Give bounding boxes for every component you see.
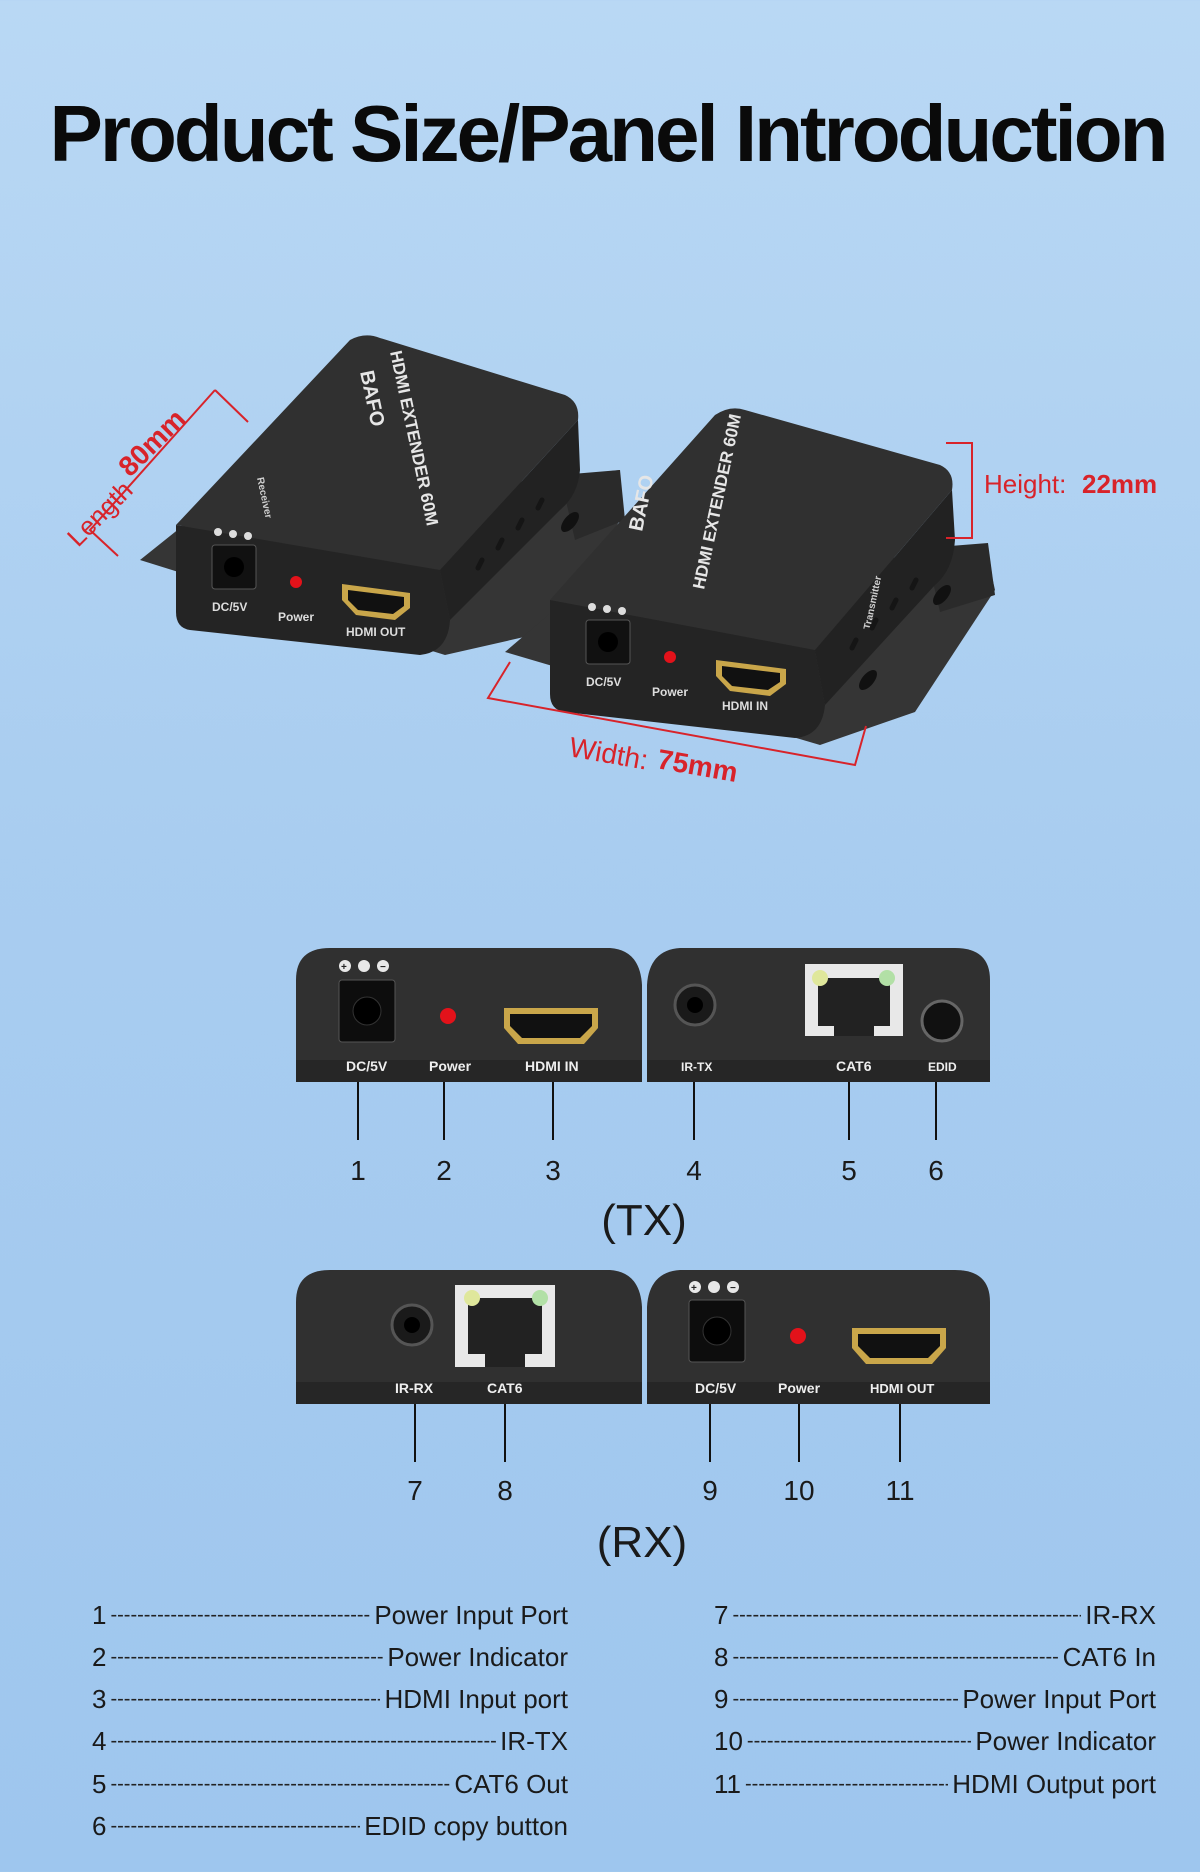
legend-num: 7 [714,1600,729,1630]
tx-callout-5: 5 [841,1155,857,1186]
tx-label-edid: EDID [928,1060,957,1074]
rx-front-panel: + − DC/5V Power HDMI OUT [647,1270,990,1404]
legend-label: IR-RX [1085,1600,1156,1630]
product-photo: Length 80mm DC/5V Power HDMI OUT BAFO HD… [61,335,1157,788]
rx-panel-diagram: IR-RX CAT6 + − DC/5V Power HDMI OUT 7 8 … [296,1270,990,1506]
tx-panel-diagram: + − DC/5V Power HDMI IN IR-TX CAT6 EDID [296,948,990,1186]
rx-label-irrx: IR-RX [395,1380,434,1396]
height-word: Height: [984,469,1066,499]
rx-section-label: (RX) [596,1518,688,1567]
width-word: Width: [567,731,651,775]
legend-item-1: 1 --------------------------------------… [92,1600,568,1630]
width-dimension [486,661,867,767]
legend-num: 10 [714,1726,743,1756]
length-value: 80mm [112,403,191,482]
legend-item-5: 5 --------------------------------------… [92,1769,568,1799]
rx-label-power: Power [778,1380,821,1396]
legend-item-3: 3 --------------------------------------… [92,1684,568,1714]
legend-label: CAT6 In [1062,1642,1156,1672]
legend-item-8: 8 --------------------------------------… [714,1642,1156,1672]
transmitter-device: DC/5V Power HDMI IN BAFO HDMI EXTENDER 6… [505,408,995,745]
tx-label-hdmi-in: HDMI IN [525,1058,579,1074]
legend-num: 5 [92,1769,107,1799]
height-dimension [946,442,973,539]
receiver-device: DC/5V Power HDMI OUT BAFO HDMI EXTENDER … [140,335,625,655]
legend-item-4: 4 --------------------------------------… [92,1726,568,1756]
tx-callout-6: 6 [928,1155,944,1186]
tx-rear-panel: IR-TX CAT6 EDID [647,948,990,1082]
receiver-port-dc: DC/5V [212,600,247,614]
legend-item-6: 6 --------------------------------------… [92,1811,568,1841]
legend-label: HDMI Input port [384,1684,568,1714]
rx-label-cat6: CAT6 [487,1380,523,1396]
width-value: 75mm [655,743,740,788]
rx-label-hdmi-out: HDMI OUT [870,1381,934,1396]
rx-label-dc: DC/5V [695,1380,737,1396]
rx-callout-9: 9 [702,1475,718,1506]
page-title: Product Size/Panel Introduction [49,89,1169,178]
legend-num: 4 [92,1726,107,1756]
legend-item-9: 9 --------------------------------------… [714,1684,1156,1714]
rx-callout-11: 11 [885,1475,914,1506]
tx-callout-2: 2 [436,1155,452,1186]
legend-num: 1 [92,1600,107,1630]
transmitter-port-power: Power [652,685,688,699]
height-value: 22mm [1082,469,1157,499]
length-dimension [88,389,249,557]
transmitter-port-dc: DC/5V [586,675,621,689]
svg-text:+: + [691,1283,697,1294]
legend-label: Power Indicator [387,1642,568,1672]
receiver-port-power: Power [278,610,314,624]
legend-item-10: 10 -------------------------------------… [714,1726,1156,1756]
tx-label-irtx: IR-TX [681,1060,712,1074]
legend-num: 9 [714,1684,729,1714]
tx-callout-4: 4 [686,1155,702,1186]
rx-callout-lines [414,1404,901,1462]
tx-front-panel: + − DC/5V Power HDMI IN [296,948,642,1082]
legend-item-11: 11 -------------------------------------… [714,1769,1156,1799]
legend-num: 3 [92,1684,107,1714]
rx-callout-7: 7 [407,1475,423,1506]
svg-text:−: − [380,962,386,973]
legend-label: Power Indicator [975,1726,1156,1756]
legend-num: 11 [714,1769,741,1799]
rx-rear-panel: IR-RX CAT6 [296,1270,642,1404]
svg-text:+: + [341,962,347,973]
tx-section-label: (TX) [601,1196,687,1245]
tx-label-power: Power [429,1058,472,1074]
tx-callout-1: 1 [350,1155,366,1186]
transmitter-port-hdmi: HDMI IN [722,699,768,713]
tx-callout-lines [357,1082,937,1140]
legend-label: Power Input Port [374,1600,568,1630]
svg-text:−: − [730,1283,736,1294]
legend-item-2: 2 --------------------------------------… [92,1642,568,1672]
tx-label-cat6: CAT6 [836,1058,872,1074]
receiver-port-hdmi: HDMI OUT [346,625,406,639]
legend-label: CAT6 Out [454,1769,568,1799]
legend-num: 8 [714,1642,729,1672]
tx-label-dc: DC/5V [346,1058,388,1074]
legend-label: EDID copy button [364,1811,568,1841]
legend-label: Power Input Port [962,1684,1156,1714]
rx-callout-10: 10 [783,1475,814,1506]
legend-label: IR-TX [500,1726,568,1756]
legend-num: 2 [92,1642,107,1672]
length-word: Length [61,475,138,552]
tx-callout-3: 3 [545,1155,561,1186]
legend-label: HDMI Output port [952,1769,1156,1799]
legend-item-7: 7 --------------------------------------… [714,1600,1156,1630]
legend-num: 6 [92,1811,107,1841]
rx-callout-8: 8 [497,1475,513,1506]
